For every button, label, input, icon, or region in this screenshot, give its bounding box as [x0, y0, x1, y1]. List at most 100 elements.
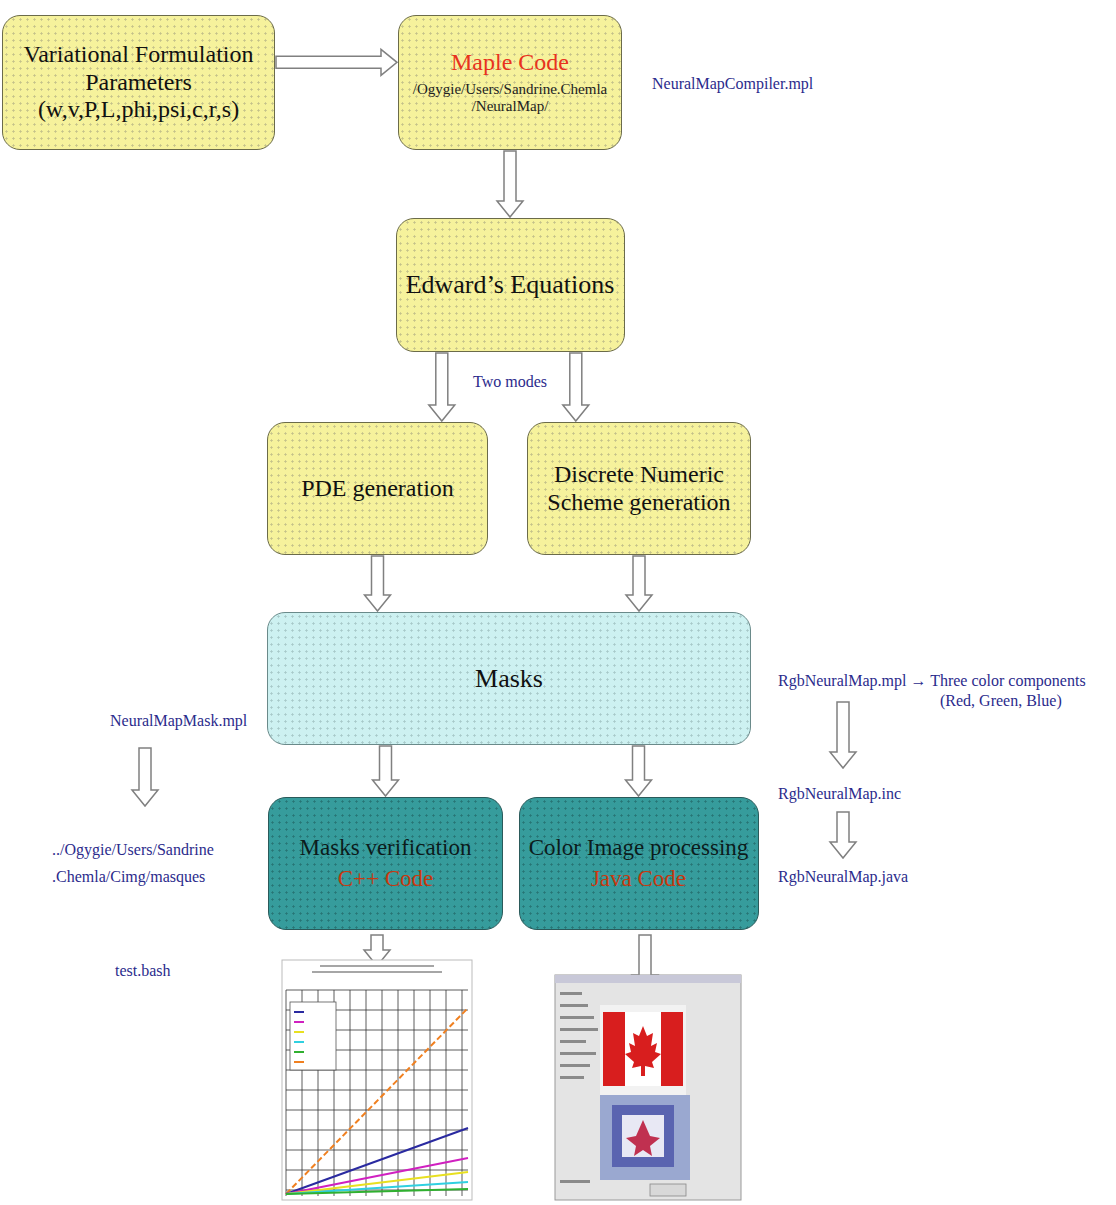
- box-title: Masks: [475, 664, 543, 694]
- arrow-shape: [563, 353, 589, 421]
- illustration-part: [446, 990, 447, 1196]
- arrow-shape: [365, 556, 391, 611]
- illustration-part: [382, 990, 383, 1196]
- equation-box: Edward’s Equations: [396, 218, 625, 352]
- file-label: test.bash: [115, 961, 171, 980]
- illustration-part: [603, 1012, 625, 1086]
- flow-arrow: [365, 556, 391, 611]
- illustration-part: [286, 1172, 468, 1194]
- illustration-part: [294, 1031, 304, 1033]
- illustration-part: [294, 1061, 304, 1063]
- illustration-part: [286, 1130, 468, 1131]
- illustration-part: [286, 1150, 468, 1151]
- illustration-part: [612, 1105, 674, 1167]
- illustration-part: [560, 1076, 584, 1079]
- illustration-part: [286, 1170, 468, 1171]
- flow-arrow: [563, 353, 589, 421]
- illustration-part: [560, 992, 582, 995]
- box-title: Maple Code: [451, 49, 569, 77]
- flow-arrow: [373, 746, 399, 796]
- illustration-part: [622, 1115, 664, 1157]
- file-label: NeuralMapCompiler.mpl: [652, 74, 813, 93]
- flow-arrow: [276, 49, 397, 75]
- illustration-part: [286, 1189, 468, 1194]
- illustration-part: [282, 960, 472, 1200]
- illustration-part: [830, 812, 856, 858]
- illustration-part: [286, 1110, 468, 1111]
- file-label: RgbNeuralMap.mpl → Three color component…: [778, 671, 1086, 690]
- illustration-part: [286, 1128, 468, 1194]
- illustration-part: [560, 992, 598, 1183]
- illustration-part: [625, 1012, 661, 1086]
- arrow-shape: [626, 746, 652, 796]
- illustration-part: [600, 1005, 686, 1095]
- side-arrows: [132, 702, 856, 991]
- output-box: Color Image processingJava Code: [519, 797, 759, 930]
- file-label: NeuralMapMask.mpl: [110, 711, 247, 730]
- illustration-part: [294, 1021, 304, 1023]
- illustration-part: [312, 971, 442, 973]
- illustration-part: [625, 1026, 661, 1076]
- file-label: RgbNeuralMap.java: [778, 867, 908, 886]
- illustration-part: [132, 748, 158, 806]
- file-label: RgbNeuralMap.inc: [778, 784, 901, 803]
- illustration-part: [560, 1064, 590, 1067]
- mode-box: PDE generation: [267, 422, 488, 555]
- box-title: Color Image processing: [529, 835, 749, 861]
- illustration-part: [286, 990, 468, 1196]
- flow-arrow: [497, 151, 523, 217]
- box-title: Edward’s Equations: [406, 270, 615, 300]
- illustration-part: [830, 702, 856, 768]
- illustration-part: [560, 1004, 588, 1007]
- illustration-part: [560, 1028, 598, 1031]
- flow-arrow: [626, 556, 652, 611]
- output-box: Masks verificationC++ Code: [268, 797, 503, 930]
- illustration-part: [560, 1052, 596, 1055]
- box-title: Discrete Numeric Scheme generation: [536, 461, 742, 516]
- illustration-part: [350, 990, 351, 1196]
- box-subtitle: /Ogygie/Users/Sandrine.Chemla /NeuralMap…: [407, 81, 613, 116]
- box-subtitle: C++ Code: [338, 866, 434, 892]
- illustration-part: [560, 1180, 590, 1183]
- illustration-part: [286, 1182, 468, 1194]
- mask-band: Masks: [267, 612, 751, 745]
- illustration-part: [600, 1095, 690, 1180]
- arrow-shape: [429, 353, 455, 421]
- arrow-shape: [497, 151, 523, 217]
- file-label: (Red, Green, Blue): [940, 691, 1062, 710]
- box-title: Variational Formulation Parameters (w,v,…: [11, 41, 266, 124]
- illustration-part: [398, 990, 399, 1196]
- box-title: PDE generation: [301, 475, 454, 503]
- illustration-part: [294, 1011, 304, 1013]
- illustration-part: [286, 1158, 468, 1194]
- illustration-part: [286, 1090, 468, 1091]
- illustration-part: [290, 1002, 336, 1070]
- illustration-part: [320, 965, 434, 967]
- parameter-box: Variational Formulation Parameters (w,v,…: [2, 15, 275, 150]
- illustration-part: [555, 975, 741, 983]
- illustration-part: [286, 1008, 468, 1194]
- illustration-part: [560, 1016, 594, 1019]
- mode-box: Discrete Numeric Scheme generation: [527, 422, 751, 555]
- illustration-part: [650, 1184, 686, 1196]
- chart-illustration: [282, 960, 472, 1200]
- file-label: Two modes: [470, 372, 550, 391]
- arrow-shape: [373, 746, 399, 796]
- illustration-part: [294, 1041, 304, 1043]
- illustration-part: [462, 990, 463, 1196]
- illustration-part: [626, 1120, 660, 1156]
- box-subtitle: Java Code: [591, 866, 686, 892]
- code-box: Maple Code/Ogygie/Users/Sandrine.Chemla …: [398, 15, 622, 150]
- box-title: Masks verification: [300, 835, 472, 861]
- illustration-part: [555, 975, 741, 1200]
- illustration-part: [286, 990, 287, 1196]
- arrow-shape: [626, 556, 652, 611]
- screenshot-illustration: [555, 975, 741, 1200]
- illustration-part: [414, 990, 415, 1196]
- flow-arrow: [626, 746, 652, 796]
- file-label: ../Ogygie/Users/Sandrine .Chemla/Cimg/ma…: [52, 836, 252, 890]
- illustration-part: [661, 1012, 683, 1086]
